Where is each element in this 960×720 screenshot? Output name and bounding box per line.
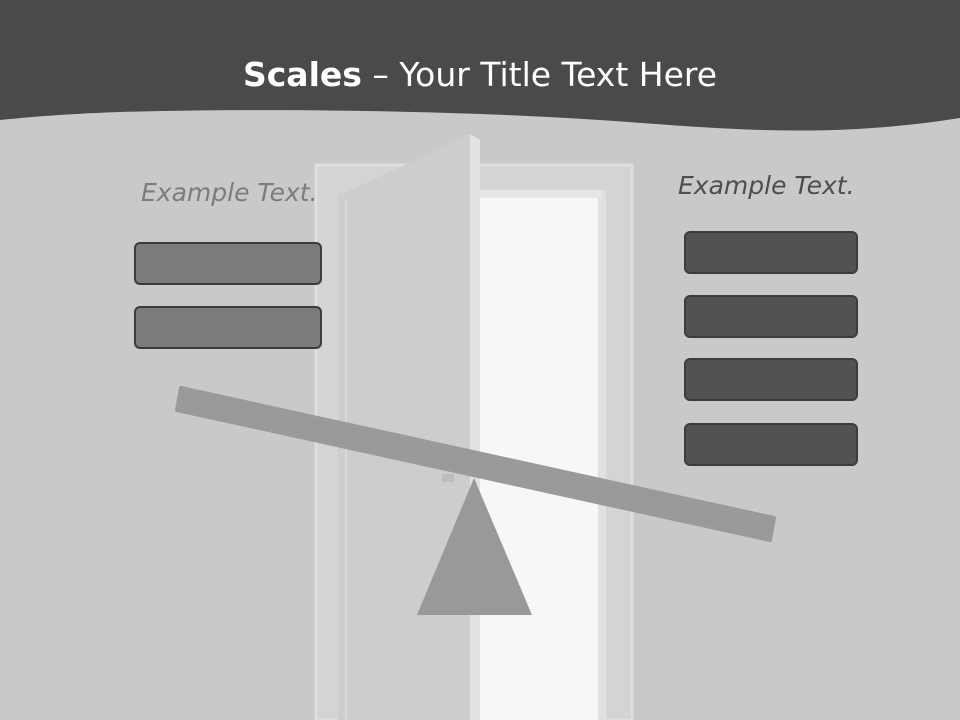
triangle-fulcrum-icon [417, 478, 532, 615]
left-text-box-2[interactable] [134, 306, 322, 349]
left-heading: Example Text. [141, 178, 318, 207]
slide-title: Scales – Your Title Text Here [0, 50, 960, 100]
tilted-seesaw-beam-icon [175, 386, 776, 542]
right-text-box-4[interactable] [684, 423, 858, 466]
title-bold-text: Scales [242, 55, 362, 94]
title-rest-text: – Your Title Text Here [361, 55, 718, 94]
right-text-box-3[interactable] [684, 358, 858, 401]
right-heading: Example Text. [678, 171, 855, 200]
door-handle [442, 474, 454, 482]
right-text-box-2[interactable] [684, 295, 858, 338]
left-text-box-1[interactable] [134, 242, 322, 285]
right-text-box-1[interactable] [684, 231, 858, 274]
header-band [0, 0, 960, 131]
